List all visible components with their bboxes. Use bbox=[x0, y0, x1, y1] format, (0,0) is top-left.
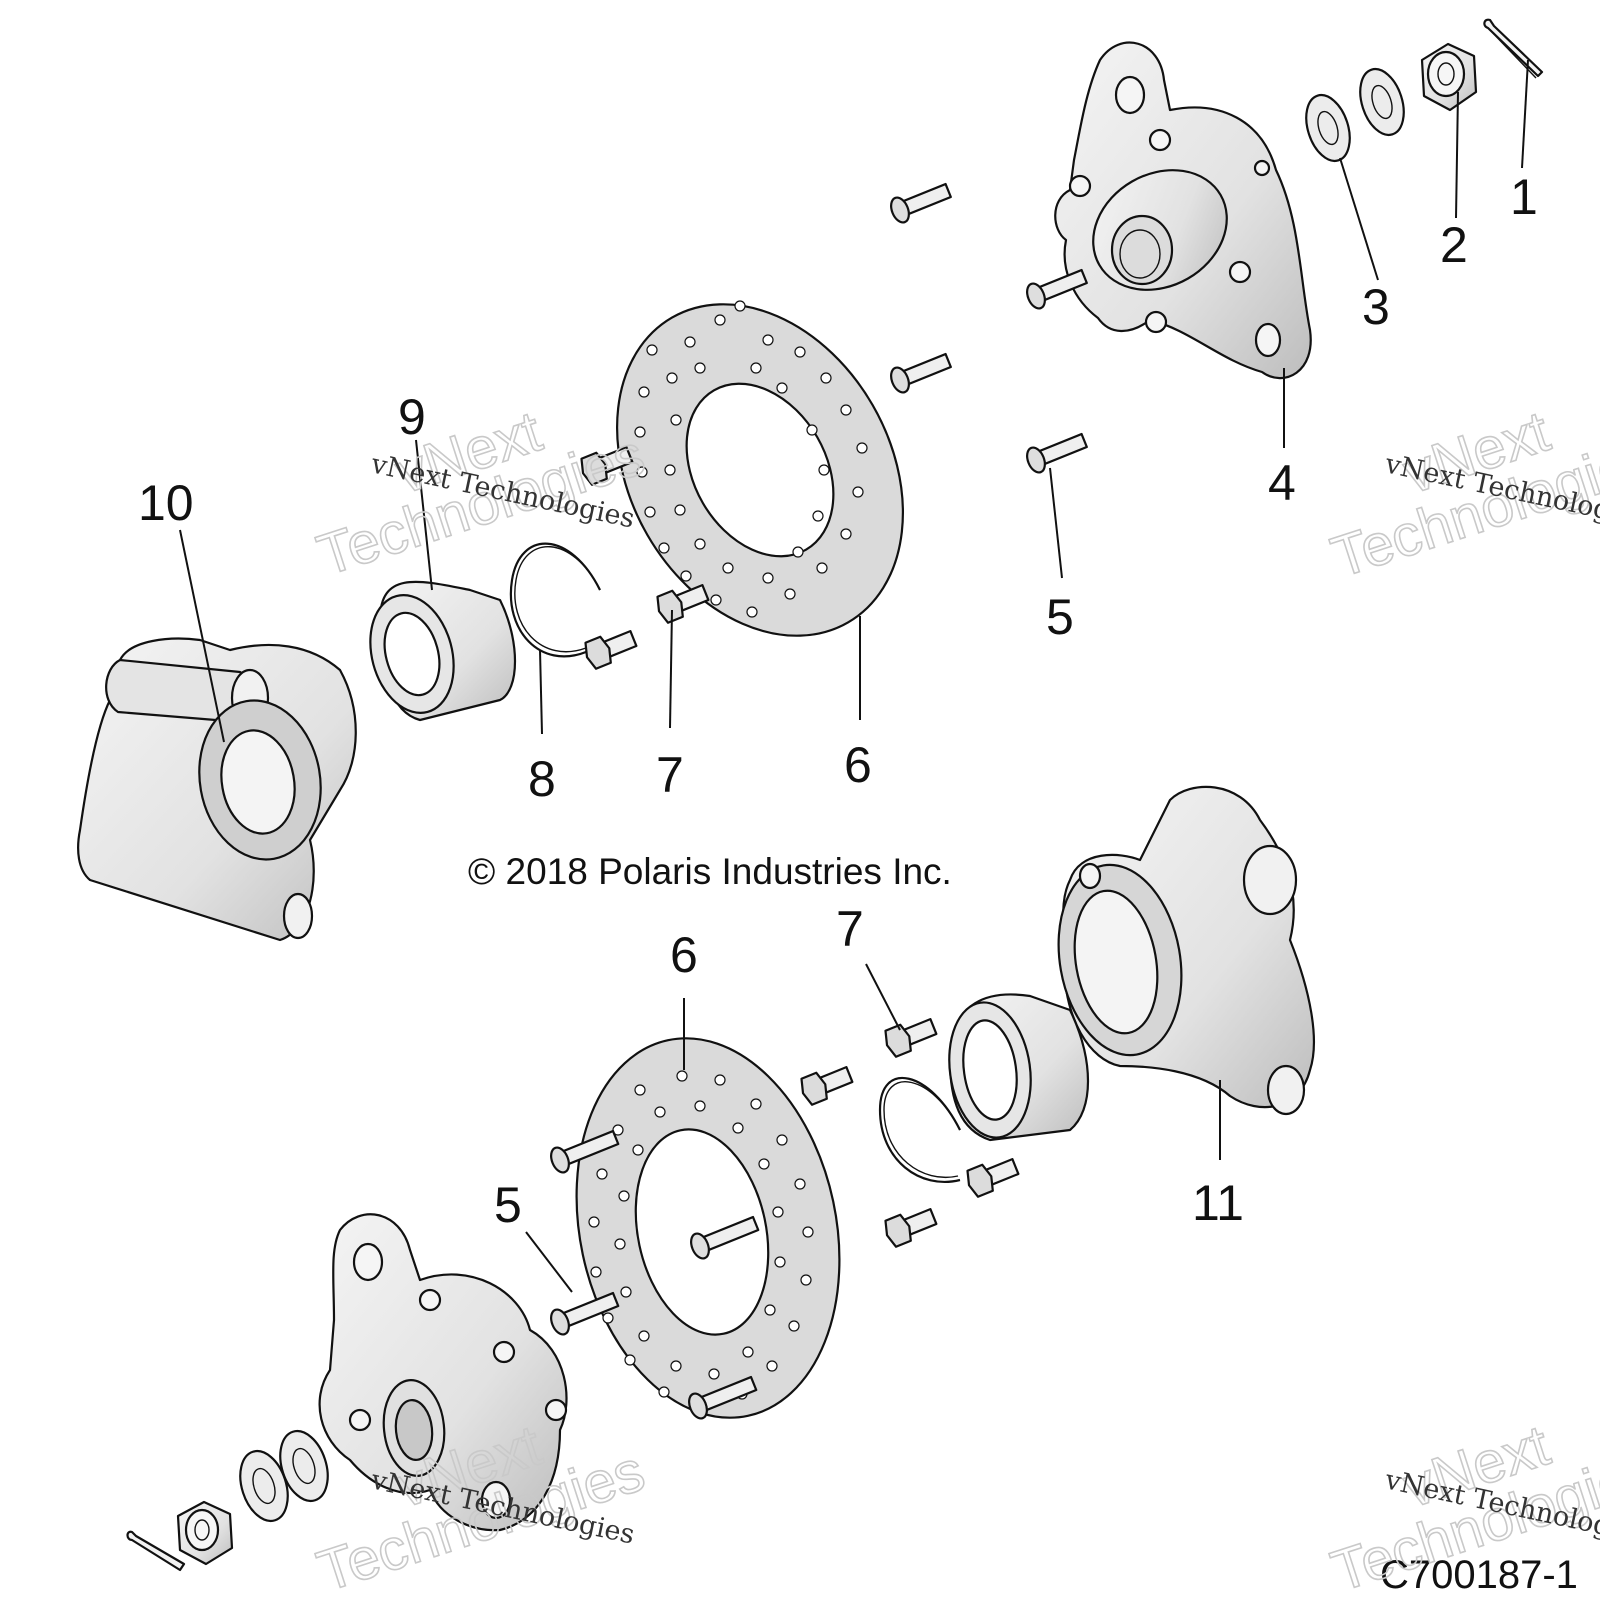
snap-ring-top bbox=[509, 542, 601, 658]
snap-ring-bottom bbox=[878, 1077, 961, 1183]
brake-disc-top bbox=[616, 300, 904, 637]
callout-6-bottom: 6 bbox=[670, 927, 698, 983]
bolts-top bbox=[580, 445, 710, 670]
castle-nut-top bbox=[1420, 42, 1478, 112]
callout-5-bottom: 5 bbox=[494, 1177, 522, 1233]
bolts-bottom bbox=[800, 1017, 1020, 1248]
callout-7-top: 7 bbox=[656, 747, 684, 803]
callout-6-top: 6 bbox=[844, 737, 872, 793]
callout-1: 1 bbox=[1510, 169, 1538, 225]
cotter-pin-bottom bbox=[126, 1530, 186, 1572]
bearing-top bbox=[369, 580, 516, 722]
callout-4: 4 bbox=[1268, 455, 1296, 511]
callout-9: 9 bbox=[398, 389, 426, 445]
copyright-notice: © 2018 Polaris Industries Inc. bbox=[468, 851, 952, 892]
drawing-code: C700187-1 bbox=[1380, 1553, 1578, 1597]
castle-nut-bottom bbox=[176, 1500, 234, 1566]
callout-5-top: 5 bbox=[1046, 589, 1074, 645]
callout-7-bottom: 7 bbox=[836, 901, 864, 957]
callout-8: 8 bbox=[528, 751, 556, 807]
callout-2: 2 bbox=[1440, 217, 1468, 273]
cotter-pin-top bbox=[1483, 18, 1544, 79]
washers-top bbox=[1305, 67, 1405, 163]
callout-labels: 1 2 3 4 5 6 7 8 9 10 6 7 5 11 bbox=[138, 169, 1538, 1233]
callout-11: 11 bbox=[1192, 1175, 1244, 1231]
washers-bottom bbox=[239, 1429, 329, 1523]
callout-10: 10 bbox=[138, 475, 194, 531]
hub-bottom bbox=[318, 1213, 568, 1532]
wheel-studs-top bbox=[890, 182, 1088, 474]
bearing-carrier bbox=[1057, 785, 1316, 1116]
hub-top bbox=[1054, 41, 1312, 380]
callout-3: 3 bbox=[1362, 279, 1390, 335]
knuckle-housing bbox=[77, 637, 357, 942]
wheel-studs-bottom bbox=[550, 1129, 760, 1420]
bearing-bottom bbox=[948, 993, 1090, 1142]
leader-lines bbox=[179, 59, 1529, 1293]
